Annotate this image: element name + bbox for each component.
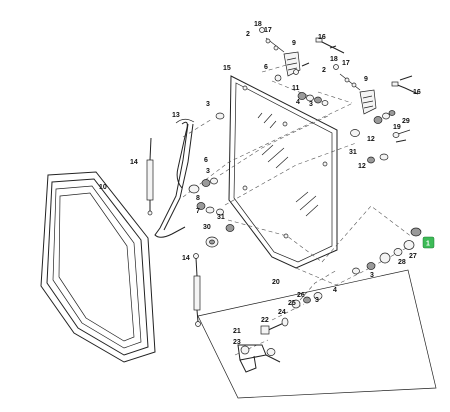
callout-16: 16 (318, 34, 326, 41)
callout-12: 12 (358, 163, 366, 170)
latch-detail-box (197, 269, 437, 399)
callout-30: 30 (203, 224, 211, 231)
callout-2: 2 (322, 67, 326, 74)
callout-13: 13 (172, 112, 180, 119)
callout-19: 19 (393, 124, 401, 131)
callout-3: 3 (206, 101, 210, 108)
callout-28: 28 (398, 259, 406, 266)
latch-rod (154, 118, 195, 238)
callout-23: 23 (233, 339, 241, 346)
latch-hardware (237, 227, 422, 373)
lower-hinge (333, 64, 419, 115)
callout-11: 11 (292, 85, 300, 92)
callout-17: 17 (342, 60, 350, 67)
callout-25: 25 (288, 300, 296, 307)
callout-31: 31 (217, 214, 225, 221)
callout-29: 29 (402, 118, 410, 125)
callout-14: 14 (182, 255, 190, 262)
callout-12: 12 (367, 136, 375, 143)
callout-18: 18 (254, 21, 262, 28)
window-seal (40, 171, 156, 363)
callout-labels: 18 17 2 9 16 18 17 6 2 15 9 16 11 3 13 4… (99, 21, 435, 346)
callout-1-label: 1 (426, 241, 430, 248)
callout-4: 4 (333, 287, 337, 294)
callout-6: 6 (204, 157, 208, 164)
callout-7: 7 (196, 208, 200, 215)
callout-15: 15 (223, 65, 231, 72)
callout-3: 3 (315, 297, 319, 304)
callout-6: 6 (264, 64, 268, 71)
callout-10: 10 (99, 184, 107, 191)
callout-9: 9 (364, 76, 368, 83)
callout-9: 9 (292, 40, 296, 47)
callout-3: 3 (309, 101, 313, 108)
callout-3: 3 (206, 168, 210, 175)
callout-18: 18 (330, 56, 338, 63)
callout-8: 8 (196, 195, 200, 202)
callout-3: 3 (370, 272, 374, 279)
callout-14: 14 (130, 159, 138, 166)
gas-strut-upper (146, 137, 154, 216)
callout-17: 17 (264, 27, 272, 34)
callout-27: 27 (409, 253, 417, 260)
callout-20: 20 (272, 279, 280, 286)
callout-2: 2 (246, 31, 250, 38)
callout-31: 31 (349, 149, 357, 156)
callout-4: 4 (296, 99, 300, 106)
callout-16: 16 (413, 89, 421, 96)
callout-26: 26 (297, 292, 305, 299)
gas-strut-lower (193, 253, 201, 327)
callout-21: 21 (233, 328, 241, 335)
upper-hinge (259, 27, 345, 77)
hardware (188, 45, 413, 248)
callout-1-highlight[interactable]: 1 (422, 236, 435, 249)
callout-22: 22 (261, 317, 269, 324)
callout-24: 24 (278, 309, 286, 316)
